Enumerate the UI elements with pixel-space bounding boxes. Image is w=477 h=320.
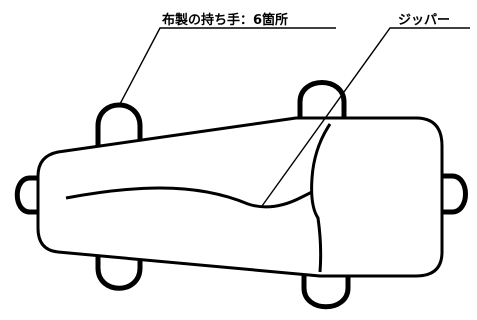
zipper-line bbox=[65, 186, 313, 209]
handle-loop-right bbox=[438, 173, 468, 215]
handles-leader-line bbox=[119, 27, 336, 105]
end-panel-seam bbox=[310, 123, 332, 273]
handle-loop-bottom-left bbox=[95, 249, 143, 291]
handle-loop-top-right bbox=[297, 80, 347, 131]
handle-loop-left bbox=[14, 175, 45, 215]
zipper-leader-line bbox=[261, 27, 470, 207]
handle-loop-top-left bbox=[95, 102, 143, 151]
handles-label: 布製の持ち手：6箇所 bbox=[162, 13, 289, 28]
cushion-body bbox=[36, 116, 444, 278]
handle-loop-bottom-right bbox=[301, 265, 351, 310]
zipper-label: ジッパー bbox=[398, 13, 451, 28]
